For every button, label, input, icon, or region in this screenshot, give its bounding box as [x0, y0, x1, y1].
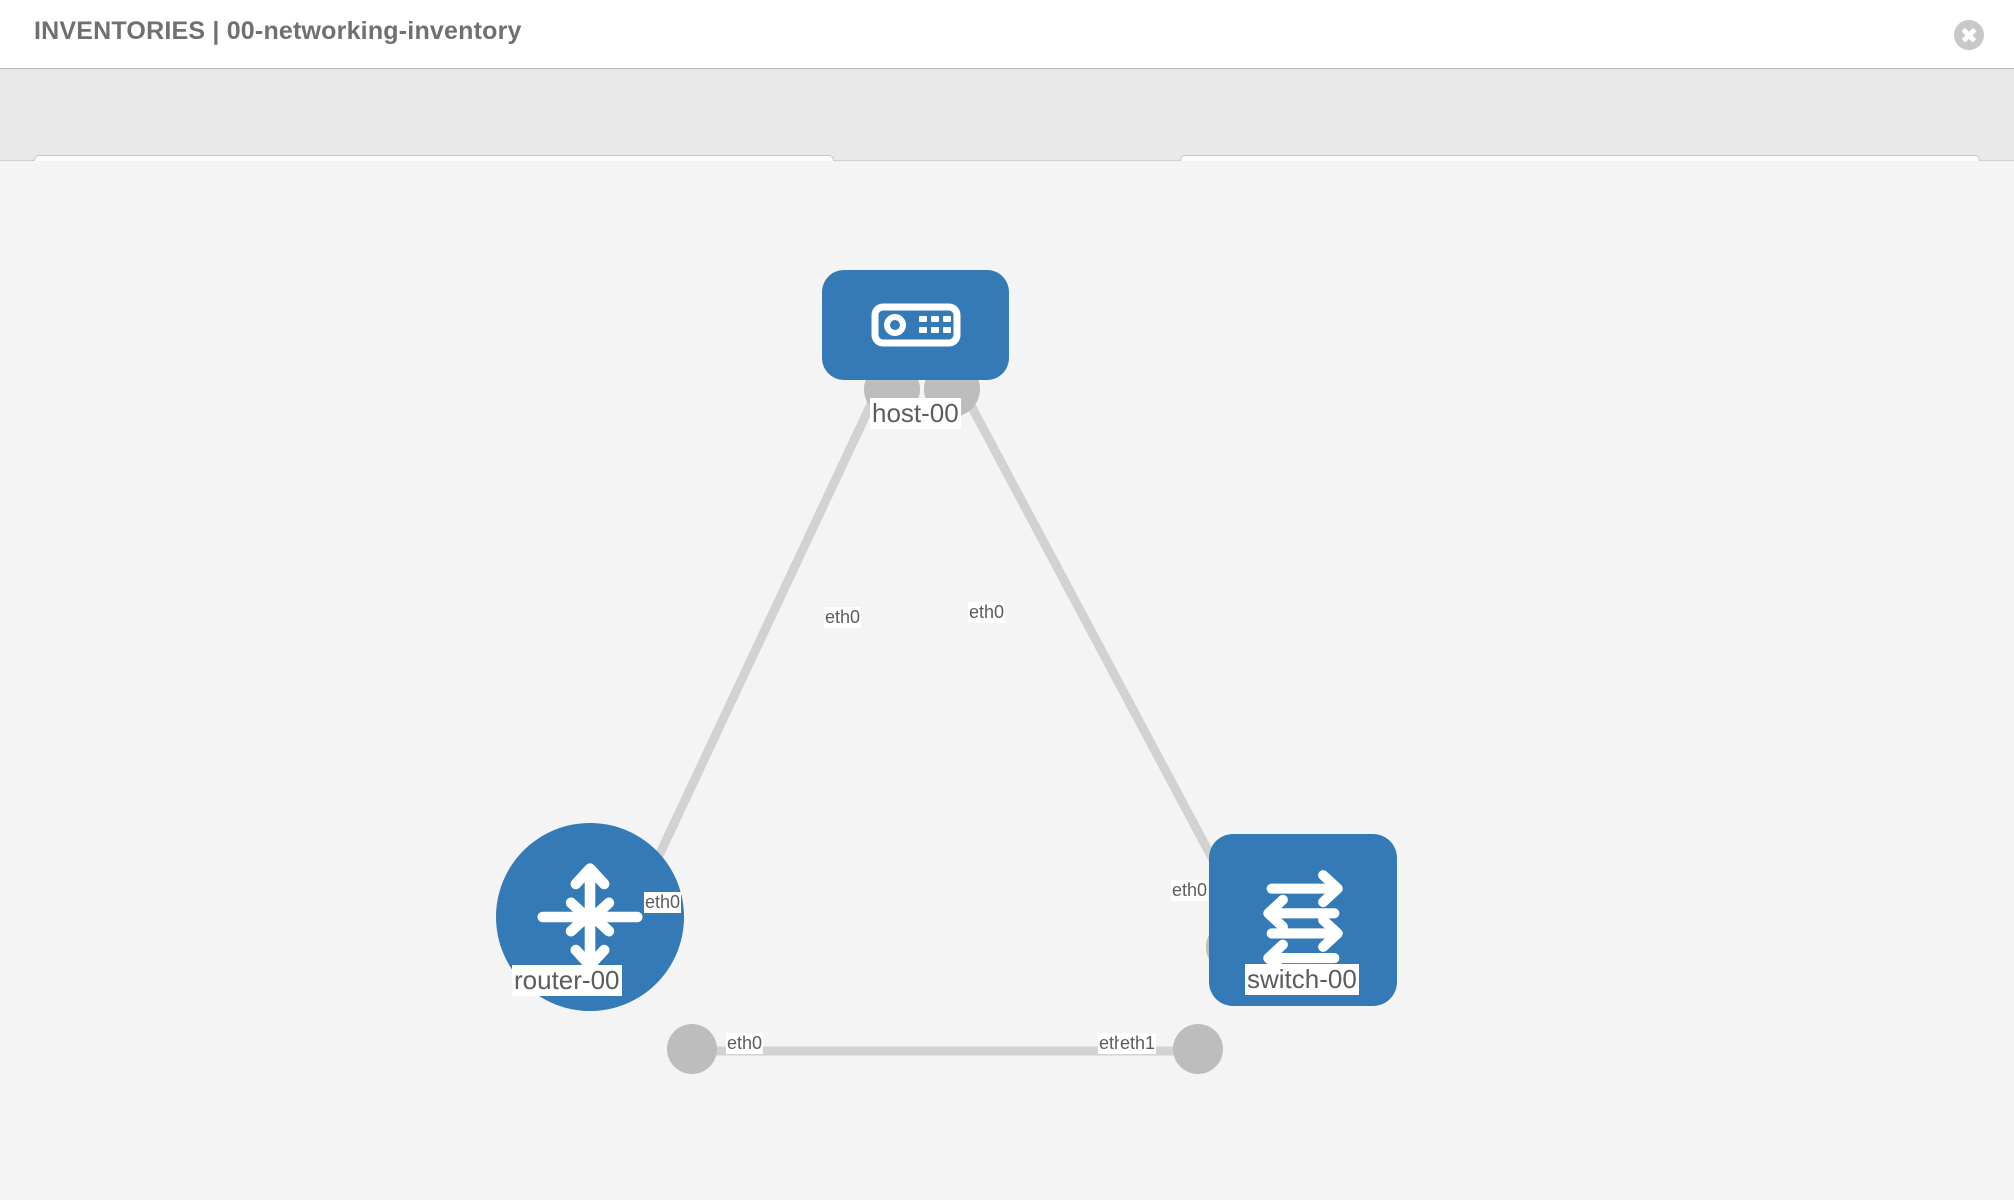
- router-node-label: router-00: [512, 965, 622, 996]
- host-node-shape[interactable]: [822, 270, 1009, 380]
- link-host-router: [635, 383, 885, 898]
- link-lines: [635, 382, 1239, 1056]
- link-host-switch: [956, 382, 1239, 904]
- toolbar: ACTIONS SEARCH: [0, 69, 2014, 211]
- port-label: eth1: [1119, 1033, 1157, 1054]
- port-label: eth0: [824, 607, 862, 628]
- page-header: INVENTORIES | 00-networking-inventory: [0, 0, 2014, 69]
- socket-router-right: [667, 1024, 717, 1074]
- port-label: eth0: [968, 602, 1006, 623]
- switch-node-shape[interactable]: [1209, 834, 1397, 1006]
- switch-node-label: switch-00: [1245, 964, 1359, 995]
- socket-switch-left: [1173, 1024, 1223, 1074]
- close-icon[interactable]: [1954, 20, 1984, 50]
- host-node-label: host-00: [870, 398, 961, 429]
- port-label: eth0: [644, 892, 682, 913]
- router-arrows-icon: [537, 863, 643, 971]
- port-label: eth0: [726, 1033, 764, 1054]
- topology-canvas[interactable]: host-00: [0, 161, 2014, 1200]
- server-icon: [871, 303, 960, 347]
- switch-arrows-icon: [1263, 870, 1343, 976]
- port-label: eth0: [1171, 880, 1209, 901]
- link-sockets: [667, 361, 1258, 1074]
- page-title: INVENTORIES | 00-networking-inventory: [34, 17, 522, 45]
